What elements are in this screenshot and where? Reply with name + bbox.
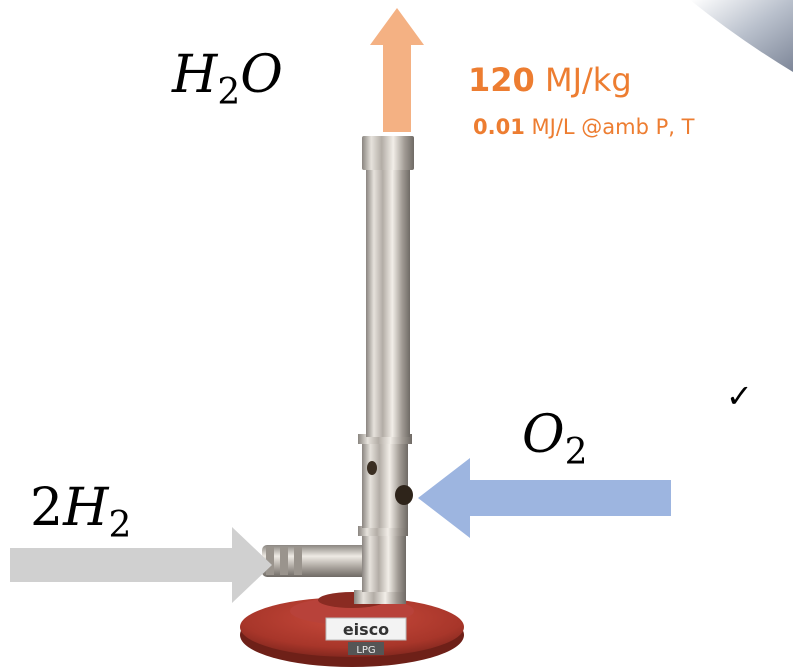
brand-label [325, 617, 407, 641]
oxygen-arrow [418, 458, 671, 538]
corner-decoration [690, 0, 793, 72]
volume-energy-density: 0.01 MJ/L @amb P, T [473, 115, 695, 139]
product-label: H2O [171, 45, 283, 113]
oxygen-label: O2 [522, 405, 588, 473]
burner-barrel [354, 136, 414, 604]
air-hole [367, 461, 377, 475]
burner-base: eisco LPG [240, 592, 464, 667]
mass-energy-density: 120 MJ/kg [468, 61, 632, 99]
brand-text: eisco [343, 620, 389, 639]
hydrogen-label: 2H2 [30, 478, 131, 546]
hydrogen-arrow [10, 527, 272, 603]
exhaust-arrow [370, 8, 424, 132]
brand-sub-text: LPG [356, 645, 375, 656]
check-icon: ✓ [726, 377, 753, 415]
air-hole [395, 485, 413, 505]
gas-inlet-tube [262, 545, 372, 577]
